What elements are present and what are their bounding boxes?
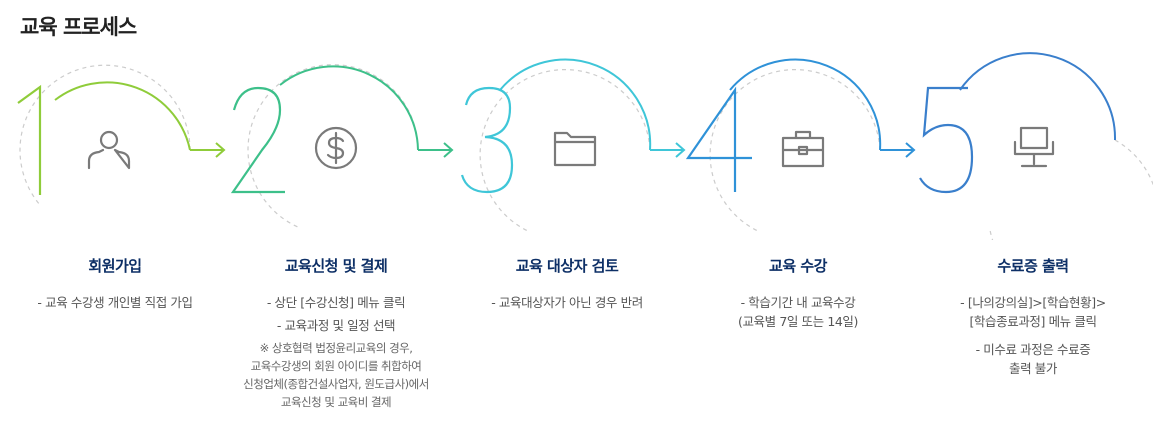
briefcase-icon [781, 130, 825, 168]
step-title: 교육 수강 [769, 257, 827, 275]
step-description: - [나의강의실]>[학습현황]> [960, 295, 1106, 310]
step-description: (교육별 7일 또는 14일) [737, 314, 859, 329]
step-4-graphic [685, 58, 916, 233]
process-diagram [17, 52, 1153, 240]
dollar-icon [314, 126, 358, 170]
step-description: - 교육과정 및 일정 선택 [276, 318, 396, 333]
page-title: 교육 프로세스 [20, 15, 137, 39]
step-description: [학습종료과정] 메뉴 클릭 [969, 314, 1097, 329]
step-description: - 미수료 과정은 수료증 [975, 342, 1091, 357]
arrow-right-icon [418, 142, 454, 158]
step-1: 회원가입 - 교육 수강생 개인별 직접 가입 [0, 255, 230, 312]
step-description: - 상단 [수강신청] 메뉴 클릭 [266, 295, 406, 310]
folder-icon [553, 131, 597, 167]
note-line: ※ 상호협력 법정윤리교육의 경우, [259, 341, 413, 355]
step-2-graphic [230, 64, 454, 229]
step-description: - 교육대상자가 아닌 경우 반려 [491, 295, 643, 310]
user-icon [87, 130, 131, 170]
note-line: 교육수강생의 회원 아이디를 취합하여 [250, 359, 422, 373]
step-5-number [919, 86, 974, 194]
step-3: 교육 대상자 검토 - 교육대상자가 아닌 경우 반려 [452, 255, 682, 312]
step-description: - 학습기간 내 교육수강 [740, 295, 856, 310]
step-note: ※ 상호협력 법정윤리교육의 경우, 교육수강생의 회원 아이디를 취합하여 신… [221, 339, 451, 411]
step-4: 교육 수강 - 학습기간 내 교육수강 (교육별 7일 또는 14일) [683, 255, 913, 331]
note-line: 신청업체(종합건설사업자, 원도급사)에서 [243, 377, 429, 391]
arrow-right-icon [190, 142, 226, 158]
step-description: 출력 불가 [1009, 361, 1057, 376]
step-1-number [17, 84, 42, 195]
step-5-graphic [919, 52, 1153, 240]
arrow-right-icon [880, 142, 916, 158]
note-line: 교육신청 및 교육비 결제 [280, 395, 392, 409]
step-5: 수료증 출력 - [나의강의실]>[학습현황]> [학습종료과정] 메뉴 클릭 … [918, 255, 1148, 378]
step-title: 교육 대상자 검토 [515, 257, 619, 275]
step-4-number [685, 86, 752, 192]
step-3-graphic [460, 58, 686, 233]
step-title: 교육신청 및 결제 [284, 257, 388, 275]
step-title: 수료증 출력 [997, 257, 1069, 275]
step-1-graphic [17, 64, 226, 206]
step-description: - 교육 수강생 개인별 직접 가입 [37, 295, 193, 310]
arrow-right-icon [650, 142, 686, 158]
step-3-number [460, 86, 514, 194]
step-2: 교육신청 및 결제 - 상단 [수강신청] 메뉴 클릭 - 교육과정 및 일정 … [221, 255, 451, 411]
step-title: 회원가입 [88, 257, 142, 275]
chair-icon [1013, 126, 1055, 168]
step-2-number [230, 86, 285, 194]
